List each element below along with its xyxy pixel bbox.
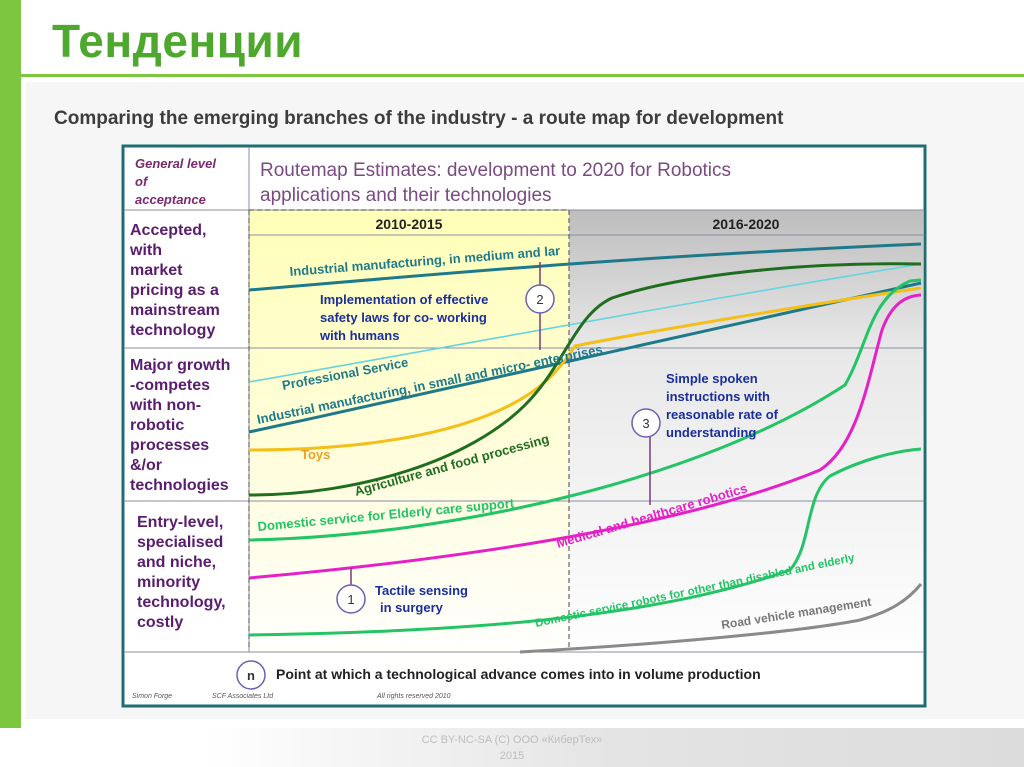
- svg-text:2: 2: [536, 292, 543, 307]
- curve-road-vehicle: [519, 583, 923, 654]
- svg-text:and niche,: and niche,: [137, 554, 216, 571]
- credits: Simon Forge SCF Associates Ltd All right…: [132, 693, 451, 700]
- svg-text:specialised: specialised: [137, 534, 223, 551]
- svg-text:3: 3: [642, 416, 649, 431]
- axis-header: General level of acceptance: [135, 156, 216, 207]
- curve-domestic-other: [248, 447, 922, 637]
- title-divider: [21, 74, 1024, 77]
- accent-bar: [0, 0, 21, 767]
- curve-domestic-elderly: [248, 278, 922, 542]
- svg-text:All rights reserved 2010: All rights reserved 2010: [376, 693, 451, 700]
- svg-text:Entry-level,: Entry-level,: [137, 514, 223, 531]
- svg-text:with humans: with humans: [319, 328, 399, 343]
- svg-text:SCF Associates Ltd: SCF Associates Ltd: [212, 693, 274, 700]
- svg-text:technology: technology: [130, 322, 215, 339]
- svg-text:Major growth: Major growth: [130, 357, 230, 374]
- svg-text:Implementation of effective: Implementation of effective: [320, 292, 488, 307]
- advance-marker-2: 2 Implementation of effective safety law…: [319, 262, 555, 350]
- svg-text:reasonable rate of: reasonable rate of: [666, 407, 779, 422]
- curve-agriculture-food: [248, 262, 922, 497]
- svg-text:mainstream: mainstream: [130, 302, 220, 319]
- level-entry: Entry-level, specialised and niche, mino…: [137, 514, 226, 631]
- curve-professional-service: [248, 263, 922, 383]
- curve-industrial-medium-large: [248, 242, 922, 292]
- svg-text:in surgery: in surgery: [380, 600, 444, 615]
- svg-text:technologies: technologies: [130, 477, 229, 494]
- chart-title: Routemap Estimates: development to 2020 …: [260, 160, 731, 206]
- curve-toys: [248, 286, 922, 452]
- page-title: Тенденции: [52, 15, 304, 67]
- svg-text:acceptance: acceptance: [135, 192, 206, 207]
- level-major-growth: Major growth -competes with non- robotic…: [129, 357, 230, 494]
- svg-text:understanding: understanding: [666, 425, 756, 440]
- svg-text:pricing as a: pricing as a: [130, 282, 219, 299]
- slide-footer: CC BY-NC-SA (C) ООО «КиберТех» 2015: [0, 728, 1024, 767]
- svg-text:Routemap Estimates: developmen: Routemap Estimates: development to 2020 …: [260, 160, 731, 181]
- svg-text:market: market: [130, 262, 183, 279]
- svg-text:safety laws for co- working: safety laws for co- working: [320, 310, 487, 325]
- advance-marker-3: 3 Simple spoken instructions with reason…: [631, 371, 779, 505]
- svg-text:robotic: robotic: [130, 417, 184, 434]
- svg-text:&/or: &/or: [130, 457, 162, 474]
- legend: n Point at which a technological advance…: [236, 660, 761, 690]
- svg-text:instructions with: instructions with: [666, 389, 770, 404]
- svg-text:Accepted,: Accepted,: [130, 222, 206, 239]
- footer-license: CC BY-NC-SA (C) ООО «КиберТех»: [421, 734, 603, 746]
- footer-year: 2015: [499, 750, 525, 762]
- svg-text:applications and their technol: applications and their technologies: [260, 185, 552, 206]
- svg-text:minority: minority: [137, 574, 200, 591]
- svg-text:costly: costly: [137, 614, 183, 631]
- svg-text:-competes: -competes: [130, 377, 210, 394]
- advance-marker-1: 1 Tactile sensing in surgery: [336, 568, 468, 615]
- level-accepted: Accepted, with market pricing as a mains…: [129, 222, 220, 339]
- period-label-2016-2020: 2016-2020: [713, 216, 780, 232]
- svg-text:with: with: [129, 242, 162, 259]
- label-toys: Toys: [301, 447, 330, 462]
- svg-text:processes: processes: [130, 437, 209, 454]
- svg-text:Simple spoken: Simple spoken: [666, 371, 758, 386]
- svg-text:technology,: technology,: [137, 594, 226, 611]
- svg-text:with non-: with non-: [129, 397, 201, 414]
- svg-text:1: 1: [347, 592, 354, 607]
- slide-subtitle: Comparing the emerging branches of the i…: [54, 108, 784, 129]
- curve-medical-healthcare: [248, 293, 922, 580]
- svg-text:Simon Forge: Simon Forge: [132, 693, 172, 700]
- svg-text:n: n: [247, 668, 255, 683]
- svg-text:of: of: [135, 174, 149, 189]
- svg-text:Tactile sensing: Tactile sensing: [375, 583, 468, 598]
- period-label-2010-2015: 2010-2015: [376, 216, 443, 232]
- svg-text:General level: General level: [135, 156, 216, 171]
- svg-text:Point at which a technological: Point at which a technological advance c…: [276, 666, 761, 682]
